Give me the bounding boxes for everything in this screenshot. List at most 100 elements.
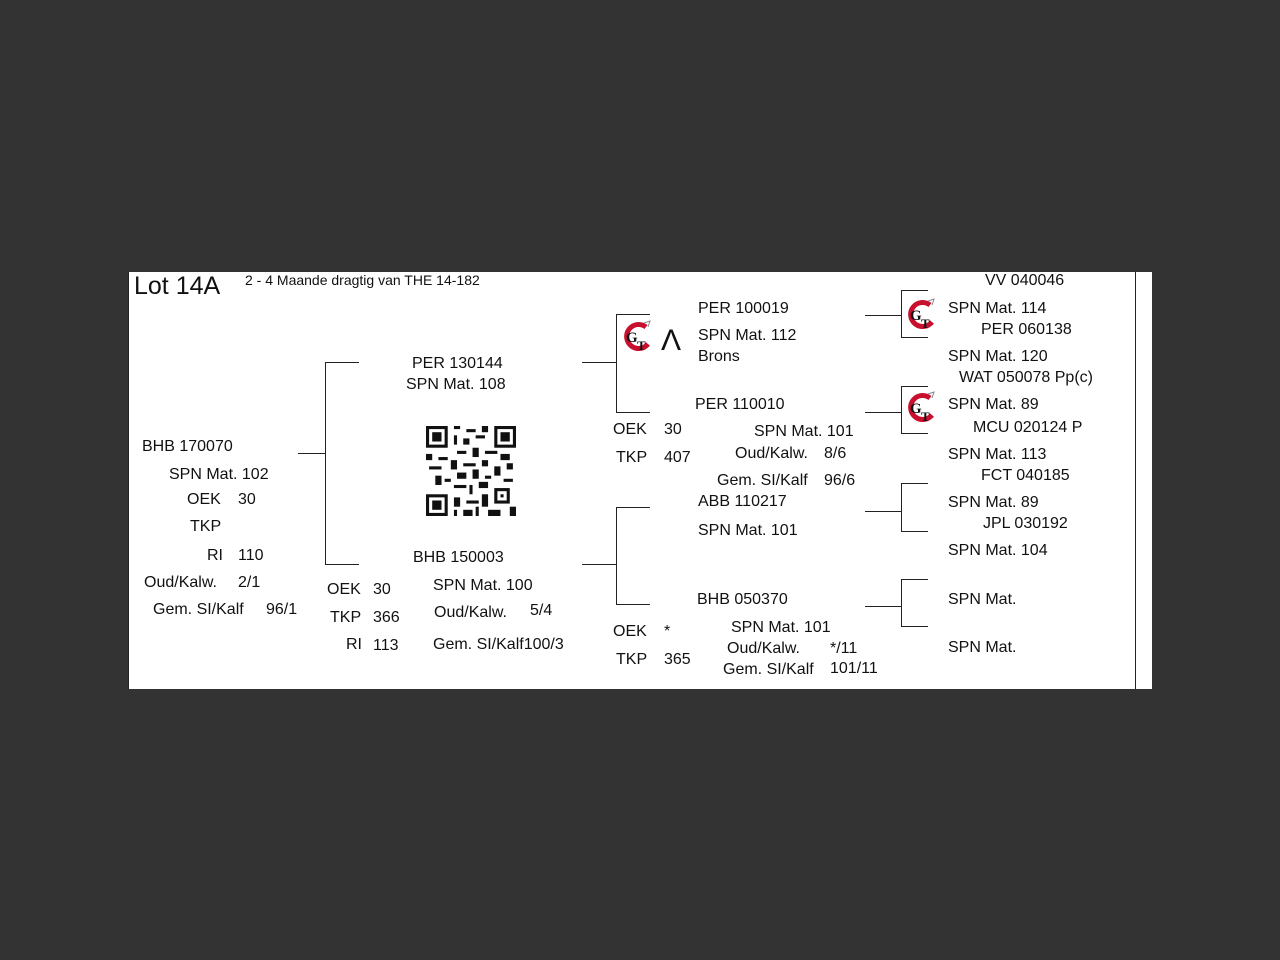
lot-subtitle: 2 - 4 Maande dragtig van THE 14-182 bbox=[245, 272, 480, 288]
dd-oek-value: * bbox=[664, 623, 671, 640]
ss-symbol: Λ bbox=[661, 324, 682, 357]
sd-oud-value: 8/6 bbox=[824, 445, 847, 462]
ds-spn: SPN Mat. 101 bbox=[698, 522, 798, 539]
gg-id: FCT 040185 bbox=[981, 467, 1070, 484]
right-border bbox=[1135, 272, 1136, 689]
gen2-sire-bracket bbox=[616, 314, 617, 413]
dam-oek-value: 30 bbox=[373, 581, 391, 598]
gg-spn: SPN Mat. bbox=[948, 591, 1017, 608]
gg-spn: SPN Mat. 114 bbox=[948, 300, 1047, 317]
dd-tkp-value: 365 bbox=[664, 651, 691, 668]
svg-text:T: T bbox=[921, 409, 930, 424]
subject-oud-value: 2/1 bbox=[238, 574, 261, 591]
dam-spn: SPN Mat. 100 bbox=[433, 577, 533, 594]
svg-text:G: G bbox=[910, 308, 922, 324]
ds-id: ABB 110217 bbox=[698, 493, 787, 510]
sds-connector bbox=[901, 386, 928, 387]
gt-logo-icon: G T bbox=[908, 391, 935, 424]
dam-branch-connector bbox=[582, 564, 616, 565]
sd-tkp-label: TKP bbox=[616, 449, 648, 466]
dam-ri-value: 113 bbox=[373, 637, 399, 654]
sd-gem-label: Gem. SI/Kalf bbox=[717, 472, 808, 489]
sd-gem-value: 96/6 bbox=[824, 472, 856, 489]
subject-ri-label: RI bbox=[207, 547, 223, 564]
subject-ri-value: 110 bbox=[238, 547, 264, 564]
qr-code-icon bbox=[426, 426, 516, 516]
gg-id: PER 060138 bbox=[981, 321, 1072, 338]
ss-connector bbox=[616, 314, 650, 315]
sd-connector bbox=[616, 412, 650, 413]
dam-gem: Gem. SI/Kalf100/3 bbox=[433, 636, 564, 653]
dam-oek-label: OEK bbox=[327, 581, 361, 598]
sire-connector bbox=[325, 362, 359, 363]
gg-spn: SPN Mat. 120 bbox=[948, 348, 1048, 365]
gg-spn: SPN Mat. 89 bbox=[948, 494, 1039, 511]
dam-oud-value: 5/4 bbox=[530, 602, 553, 619]
subject-id: BHB 170070 bbox=[142, 438, 233, 455]
dd-tkp-label: TKP bbox=[616, 651, 648, 668]
gt-logo-icon: G T bbox=[624, 320, 651, 353]
sd-tkp-value: 407 bbox=[664, 449, 691, 466]
svg-text:G: G bbox=[626, 330, 638, 346]
gg-spn: SPN Mat. bbox=[948, 639, 1017, 656]
gg-id: JPL 030192 bbox=[983, 515, 1068, 532]
gg-id: VV 040046 bbox=[985, 272, 1065, 289]
sd-branch-connector bbox=[865, 412, 901, 413]
dd-spn: SPN Mat. 101 bbox=[731, 619, 831, 636]
dd-gem-label: Gem. SI/Kalf bbox=[723, 661, 814, 678]
subject-spn: SPN Mat. 102 bbox=[169, 466, 269, 483]
dd-connector bbox=[616, 604, 650, 605]
svg-text:G: G bbox=[910, 401, 922, 417]
dd-oek-label: OEK bbox=[613, 623, 647, 640]
dam-tkp-value: 366 bbox=[373, 609, 400, 626]
gg-id: MCU 020124 P bbox=[973, 419, 1083, 436]
ss-id: PER 100019 bbox=[698, 300, 789, 317]
gt-logo-icon: G T bbox=[908, 298, 935, 331]
ss-branch-connector bbox=[865, 315, 901, 316]
sdd-connector bbox=[901, 433, 928, 434]
sd-id: PER 110010 bbox=[695, 396, 785, 413]
gen3-ds-bracket bbox=[901, 483, 902, 532]
ssd-connector bbox=[901, 337, 928, 338]
sd-oek-label: OEK bbox=[613, 421, 647, 438]
subject-oud-label: Oud/Kalw. bbox=[144, 574, 217, 591]
svg-text:T: T bbox=[921, 316, 930, 331]
dam-id: BHB 150003 bbox=[413, 549, 504, 566]
gen1-bracket bbox=[325, 362, 326, 565]
svg-text:T: T bbox=[637, 338, 646, 353]
gg-spn: SPN Mat. 89 bbox=[948, 396, 1039, 413]
sd-oud-label: Oud/Kalw. bbox=[735, 445, 808, 462]
gg-id: WAT 050078 Pp(c) bbox=[959, 369, 1093, 386]
sire-id: PER 130144 bbox=[412, 355, 503, 372]
left-border bbox=[128, 272, 129, 689]
dam-ri-label: RI bbox=[346, 636, 362, 653]
subject-gem-value: 96/1 bbox=[266, 601, 298, 618]
sire-branch-connector bbox=[582, 362, 616, 363]
subject-oek-value: 30 bbox=[238, 491, 256, 508]
dd-oud-value: */11 bbox=[830, 640, 858, 657]
dam-connector bbox=[325, 564, 359, 565]
lot-title: Lot 14A bbox=[134, 272, 221, 300]
sd-spn: SPN Mat. 101 bbox=[754, 423, 854, 440]
subject-tkp-label: TKP bbox=[190, 518, 222, 535]
gen2-dam-bracket bbox=[616, 507, 617, 605]
sd-oek-value: 30 bbox=[664, 421, 682, 438]
gg-spn: SPN Mat. 104 bbox=[948, 542, 1048, 559]
ss-spn: SPN Mat. 112 bbox=[698, 327, 797, 344]
ddd-connector bbox=[901, 626, 928, 627]
sire-spn: SPN Mat. 108 bbox=[406, 376, 506, 393]
ss-note: Brons bbox=[698, 348, 740, 365]
dd-gem-value: 101/11 bbox=[830, 660, 878, 677]
dd-id: BHB 050370 bbox=[697, 591, 788, 608]
subject-gem-label: Gem. SI/Kalf bbox=[153, 601, 244, 618]
gen3-ss-bracket bbox=[901, 290, 902, 338]
subject-connector bbox=[298, 453, 325, 454]
dam-tkp-label: TKP bbox=[330, 609, 362, 626]
dds-connector bbox=[901, 579, 928, 580]
dam-oud-label: Oud/Kalw. bbox=[434, 604, 507, 621]
dd-oud-label: Oud/Kalw. bbox=[727, 640, 800, 657]
gen3-dd-bracket bbox=[901, 579, 902, 627]
gen3-sd-bracket bbox=[901, 386, 902, 434]
subject-oek-label: OEK bbox=[187, 491, 221, 508]
dsd-connector bbox=[901, 531, 928, 532]
